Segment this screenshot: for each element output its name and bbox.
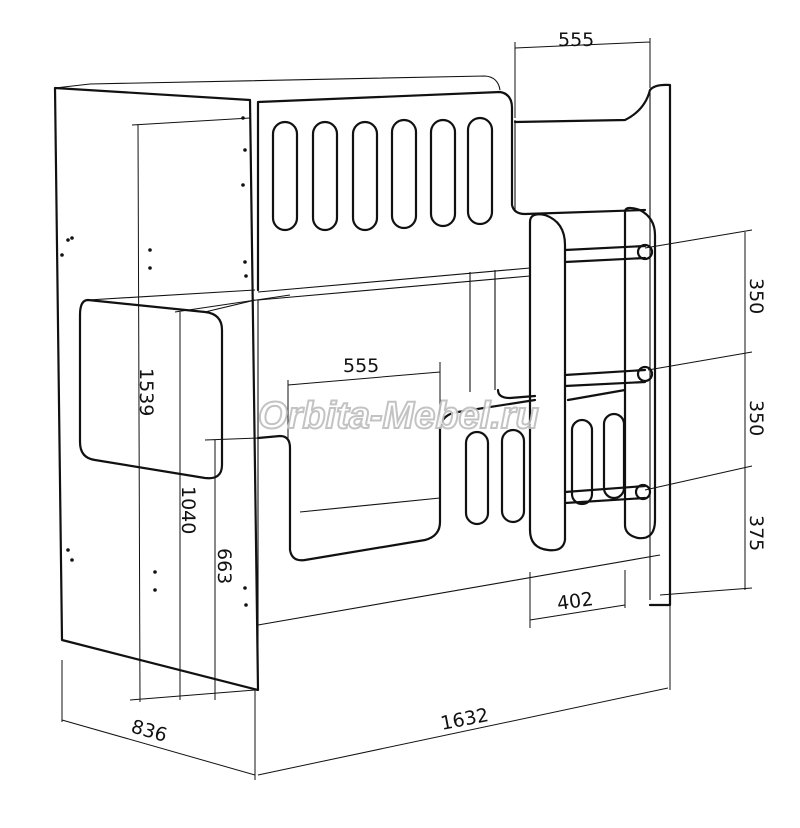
watermark: Orbita-Mebel.ru <box>258 395 539 437</box>
dim-lower-opening-555: 555 <box>343 355 379 377</box>
dim-ladder-402: 402 <box>556 588 595 615</box>
ladder <box>528 206 657 552</box>
dim-length-1632: 1632 <box>439 704 491 735</box>
dim-height-1539: 1539 <box>135 368 157 416</box>
left-end-panel <box>53 75 501 692</box>
upper-slots <box>271 116 494 232</box>
dim-rung-350-middle: 350 <box>745 400 767 436</box>
dim-height-1040: 1040 <box>177 486 199 534</box>
dim-depth-836: 836 <box>129 716 170 747</box>
left-headboard <box>78 298 224 480</box>
dim-top-opening-555: 555 <box>558 29 594 51</box>
dim-rung-375: 375 <box>745 515 767 551</box>
dim-height-663: 663 <box>213 548 235 584</box>
upper-front-panel <box>256 83 672 607</box>
dimension-lines <box>61 38 753 780</box>
dim-rung-350-top: 350 <box>745 278 767 314</box>
lower-front-panel <box>256 300 661 690</box>
